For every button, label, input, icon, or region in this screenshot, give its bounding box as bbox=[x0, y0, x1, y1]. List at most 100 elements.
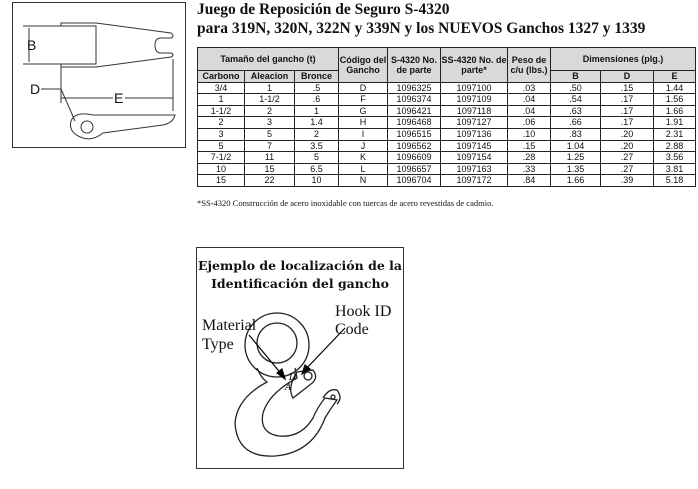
table-cell: J bbox=[338, 139, 389, 153]
mark-a: A bbox=[284, 383, 292, 393]
table-cell: 7 bbox=[244, 139, 295, 153]
table-cell: .6 bbox=[293, 93, 340, 106]
table-cell: .28 bbox=[507, 151, 552, 164]
table-cell: 3.56 bbox=[653, 151, 697, 164]
table-cell: 1.66 bbox=[550, 174, 602, 187]
table-cell: 1097172 bbox=[440, 174, 509, 187]
table-cell: 1.91 bbox=[653, 116, 697, 129]
table-cell: 1097136 bbox=[440, 127, 509, 141]
table-cell: .10 bbox=[507, 127, 552, 141]
hook-drawing: D A bbox=[234, 312, 346, 457]
table-cell: 1096609 bbox=[387, 151, 442, 164]
table-cell: 1096325 bbox=[387, 81, 442, 95]
table-cell: L bbox=[338, 162, 389, 176]
table-cell: .66 bbox=[550, 116, 602, 129]
table-cell: 1 bbox=[293, 104, 340, 118]
table-cell: I bbox=[338, 127, 389, 141]
table-cell: 3/4 bbox=[197, 81, 245, 95]
table-cell: .27 bbox=[600, 151, 655, 164]
table-cell: 10 bbox=[197, 162, 245, 176]
table-cell: 1097163 bbox=[440, 162, 509, 176]
table-cell: 1096468 bbox=[387, 116, 442, 129]
table-cell: 2 bbox=[293, 127, 340, 141]
header-weight: Peso de c/u (lbs.) bbox=[507, 47, 552, 83]
table-cell: 1096657 bbox=[387, 162, 442, 176]
hook-id-example: Ejemplo de localización de la Identifica… bbox=[196, 247, 404, 469]
table-cell: 15 bbox=[197, 174, 245, 187]
footnote: *SS-4320 Construcción de acero inoxidabl… bbox=[197, 198, 494, 208]
table-cell: 5 bbox=[293, 151, 340, 164]
table-cell: 1-1/2 bbox=[244, 93, 295, 106]
latch-drawing bbox=[23, 22, 176, 140]
header-size: Tamaño del gancho (t) bbox=[196, 47, 340, 71]
table-cell: .20 bbox=[600, 139, 655, 153]
header-ss4320: SS-4320 No. de parte* bbox=[440, 47, 509, 83]
table-cell: 1097154 bbox=[440, 151, 509, 164]
header-s4320: S-4320 No. de parte bbox=[387, 47, 442, 83]
table-cell: .17 bbox=[600, 116, 655, 129]
material-type-label-1: Material bbox=[202, 317, 257, 334]
table-cell: .04 bbox=[507, 93, 552, 106]
table-cell: 1097118 bbox=[440, 104, 509, 118]
table-cell: .17 bbox=[600, 104, 655, 118]
header-b: B bbox=[550, 70, 602, 83]
table-cell: 7-1/2 bbox=[197, 151, 245, 164]
dimension-d-label: D bbox=[30, 81, 41, 97]
table-cell: 5 bbox=[244, 127, 295, 141]
dimension-b-label: B bbox=[27, 37, 37, 53]
table-cell: 3.81 bbox=[653, 162, 697, 176]
table-cell: 1096562 bbox=[387, 139, 442, 153]
table-cell: 2 bbox=[197, 116, 245, 129]
header-dimensions: Dimensiones (plg.) bbox=[550, 47, 697, 71]
table-cell: H bbox=[338, 116, 389, 129]
table-cell: .5 bbox=[293, 81, 340, 95]
table-cell: 1.66 bbox=[653, 104, 697, 118]
table-cell: 1.35 bbox=[550, 162, 602, 176]
material-type-label-2: Type bbox=[202, 336, 234, 353]
table-cell: .04 bbox=[507, 104, 552, 118]
table-cell: 1097127 bbox=[440, 116, 509, 129]
table-cell: .39 bbox=[600, 174, 655, 187]
table-cell: 1096704 bbox=[387, 174, 442, 187]
table-cell: G bbox=[338, 104, 389, 118]
table-cell: .84 bbox=[507, 174, 552, 187]
table-cell: 1.25 bbox=[550, 151, 602, 164]
table-cell: 1.44 bbox=[653, 81, 697, 95]
mark-d: D bbox=[288, 373, 296, 383]
table-cell: 1.56 bbox=[653, 93, 697, 106]
header-code: Código del Gancho bbox=[338, 47, 389, 83]
table-cell: 5 bbox=[197, 139, 245, 153]
table-cell: N bbox=[338, 174, 389, 187]
table-cell: 1.04 bbox=[550, 139, 602, 153]
table-cell: .03 bbox=[507, 81, 552, 95]
table-cell: 1-1/2 bbox=[197, 104, 245, 118]
table-cell: 3 bbox=[244, 116, 295, 129]
table-cell: 2.88 bbox=[653, 139, 697, 153]
hook-id-label-1: Hook ID bbox=[335, 303, 392, 320]
table-cell: .15 bbox=[600, 81, 655, 95]
dimension-e-label: E bbox=[114, 90, 124, 106]
table-cell: 1096515 bbox=[387, 127, 442, 141]
table-cell: .50 bbox=[550, 81, 602, 95]
table-cell: 1096374 bbox=[387, 93, 442, 106]
table-cell: 2 bbox=[244, 104, 295, 118]
table-cell: 1.4 bbox=[293, 116, 340, 129]
hook-example-title-1: Ejemplo de localización de la bbox=[198, 258, 402, 273]
table-cell: 1097145 bbox=[440, 139, 509, 153]
table-cell: 2.31 bbox=[653, 127, 697, 141]
table-cell: 11 bbox=[244, 151, 295, 164]
table-cell: D bbox=[338, 81, 389, 95]
hook-id-label-2: Code bbox=[335, 321, 369, 338]
table-cell: 15 bbox=[244, 162, 295, 176]
table-cell: 3.5 bbox=[293, 139, 340, 153]
header-carbono: Carbono bbox=[197, 70, 245, 83]
table-cell: 10 bbox=[293, 174, 340, 187]
latch-dimension-diagram: B D E bbox=[12, 2, 186, 148]
table-cell: .54 bbox=[550, 93, 602, 106]
